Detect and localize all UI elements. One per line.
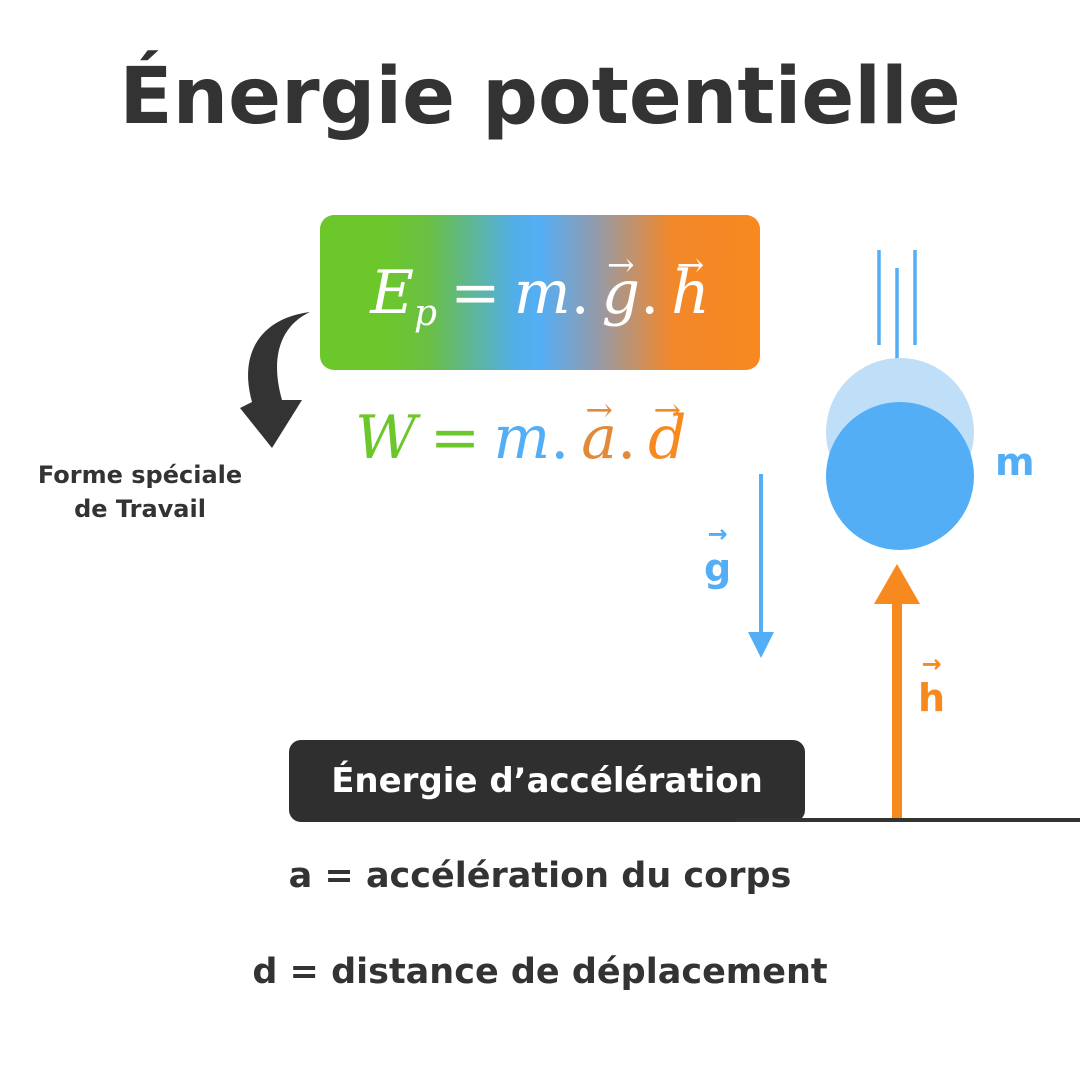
mass-ball — [826, 402, 974, 550]
formula-subscript-p: p — [414, 293, 438, 335]
work-equals: = — [429, 403, 481, 473]
formula-dot-1: . — [570, 257, 590, 328]
height-label-text: h — [918, 676, 946, 720]
formula-vector-h: h — [671, 263, 710, 323]
gravity-label: → g — [704, 520, 732, 590]
height-arrow — [874, 564, 920, 820]
formula-symbol-m: m — [513, 257, 571, 328]
height-label-arrow-icon: → — [921, 650, 942, 678]
work-vector-a: a — [581, 408, 617, 468]
mass-label: m — [995, 440, 1035, 484]
definition-a: a = accélération du corps — [288, 856, 792, 896]
formula-symbol-e: E — [370, 257, 414, 328]
work-formula: W=m. a. d — [355, 408, 687, 468]
acceleration-energy-badge: Énergie d’accélération — [289, 740, 805, 822]
gravity-arrow — [748, 474, 774, 658]
ground-line — [735, 818, 1080, 822]
work-dot-2: . — [617, 403, 637, 473]
work-dot-1: . — [550, 403, 570, 473]
definition-d: d = distance de déplacement — [252, 952, 828, 992]
formula-dot-2: . — [640, 257, 660, 328]
special-work-note: Forme spéciale de Travail — [0, 458, 280, 526]
motion-lines-icon — [877, 250, 917, 362]
formula-equals: = — [450, 257, 501, 328]
height-label: → h — [918, 650, 946, 720]
potential-energy-formula-box: Ep =m. g. h — [320, 215, 760, 370]
special-note-line-2: de Travail — [74, 495, 206, 523]
formula-vector-g: g — [602, 263, 640, 323]
gravity-label-text: g — [704, 546, 732, 590]
curved-arrow-icon — [240, 312, 310, 448]
potential-energy-formula: Ep=m. g. h — [370, 263, 710, 332]
work-symbol-m: m — [493, 403, 551, 473]
work-vector-d: d — [648, 408, 686, 468]
page-title: Énergie potentielle — [119, 52, 961, 142]
work-symbol-w: W — [355, 403, 417, 473]
gravity-label-arrow-icon: → — [707, 520, 728, 548]
special-note-line-1: Forme spéciale — [37, 461, 243, 489]
